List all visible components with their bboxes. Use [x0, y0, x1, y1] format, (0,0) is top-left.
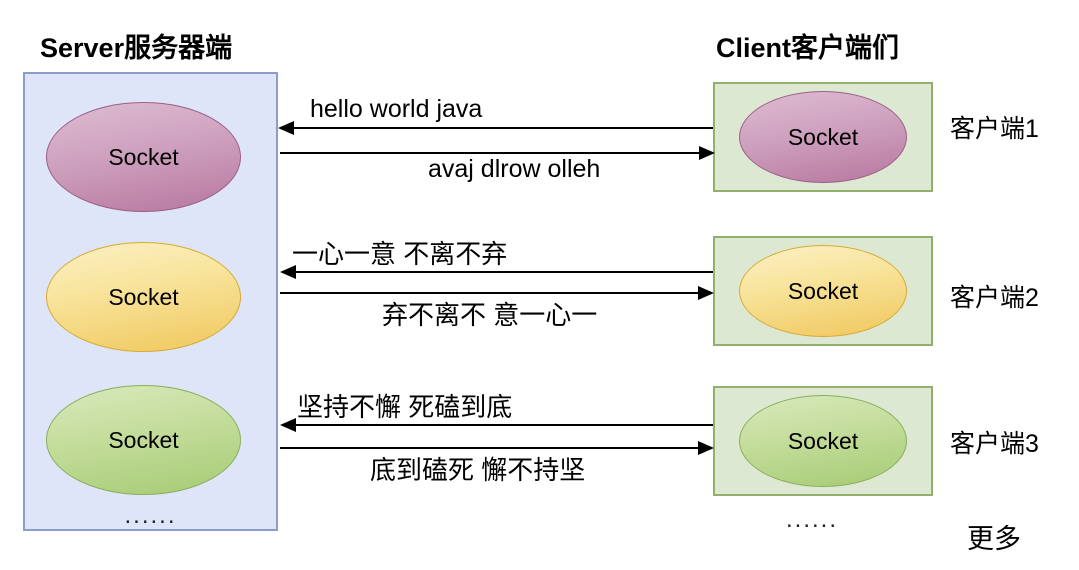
- client-socket-2[interactable]: Socket: [739, 245, 907, 337]
- exchange-2-request-arrow-line: [294, 271, 713, 273]
- client-socket-1[interactable]: Socket: [739, 91, 907, 183]
- more-label: 更多: [967, 524, 1021, 554]
- client-socket-3[interactable]: Socket: [739, 395, 907, 487]
- server-socket-1[interactable]: Socket: [46, 102, 241, 212]
- exchange-3-response-arrow-head: [698, 441, 714, 455]
- exchange-3-response-arrow-line: [280, 447, 700, 449]
- client-title: Client客户端们: [716, 33, 900, 63]
- server-socket-3[interactable]: Socket: [46, 385, 241, 495]
- exchange-3-response-label: 底到磕死 懈不持坚: [370, 455, 586, 485]
- exchange-3-request-arrow-head: [280, 418, 296, 432]
- server-ellipsis: ......: [124, 502, 177, 529]
- exchange-2-response-label: 弃不离不 意一心一: [382, 300, 598, 330]
- exchange-1-response-label: avaj dlrow olleh: [428, 155, 601, 183]
- client-label-2: 客户端2: [950, 284, 1039, 312]
- client-ellipsis: ......: [786, 506, 839, 533]
- exchange-1-response-arrow-line: [280, 152, 701, 154]
- exchange-1-request-arrow-head: [278, 121, 294, 135]
- exchange-1-response-arrow-head: [699, 146, 715, 160]
- exchange-3-request-label: 坚持不懈 死磕到底: [297, 392, 513, 422]
- exchange-2-response-arrow-line: [280, 292, 700, 294]
- exchange-3-request-arrow-line: [294, 424, 713, 426]
- exchange-2-request-label: 一心一意 不离不弃: [292, 239, 508, 269]
- client-label-1: 客户端1: [950, 115, 1039, 143]
- client-label-3: 客户端3: [950, 430, 1039, 458]
- exchange-2-request-arrow-head: [280, 265, 296, 279]
- server-socket-2[interactable]: Socket: [46, 242, 241, 352]
- exchange-2-response-arrow-head: [698, 286, 714, 300]
- exchange-1-request-label: hello world java: [310, 95, 483, 123]
- exchange-1-request-arrow-line: [292, 127, 713, 129]
- server-title: Server服务器端: [40, 33, 233, 63]
